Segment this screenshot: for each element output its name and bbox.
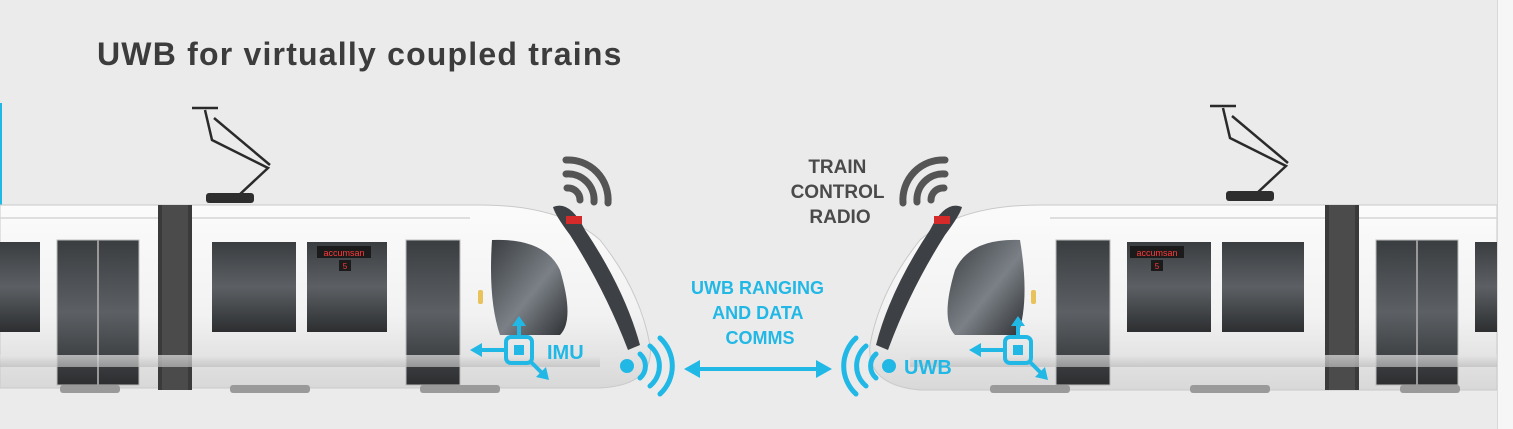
right-uwb-waves-icon (841, 335, 896, 397)
window-edge (1497, 0, 1513, 429)
double-arrow-icon (684, 360, 832, 378)
train-control-radio-label: TRAIN CONTROL RADIO (791, 157, 890, 228)
left-radio-signal-icon (562, 156, 612, 207)
imu-label: IMU (547, 342, 584, 364)
right-display-line2: 5 (1155, 262, 1160, 271)
right-radio-signal-icon (899, 156, 949, 207)
right-imu-sensor-icon (969, 316, 1048, 380)
left-imu-sensor-icon (470, 316, 549, 380)
slide-title: UWB for virtually coupled trains (97, 36, 623, 72)
left-pantograph (192, 106, 271, 203)
left-train: accumsan 5 (0, 106, 651, 393)
uwb-label: UWB (904, 357, 952, 379)
left-display-line1: accumsan (323, 248, 364, 258)
right-train: accumsan 5 (869, 104, 1497, 393)
uwb-ranging-label: UWB RANGING AND DATA COMMS (691, 278, 829, 348)
right-pantograph (1210, 104, 1289, 201)
left-display-line2: 5 (343, 262, 348, 271)
right-display-line1: accumsan (1136, 248, 1177, 258)
left-uwb-waves-icon (620, 335, 675, 397)
